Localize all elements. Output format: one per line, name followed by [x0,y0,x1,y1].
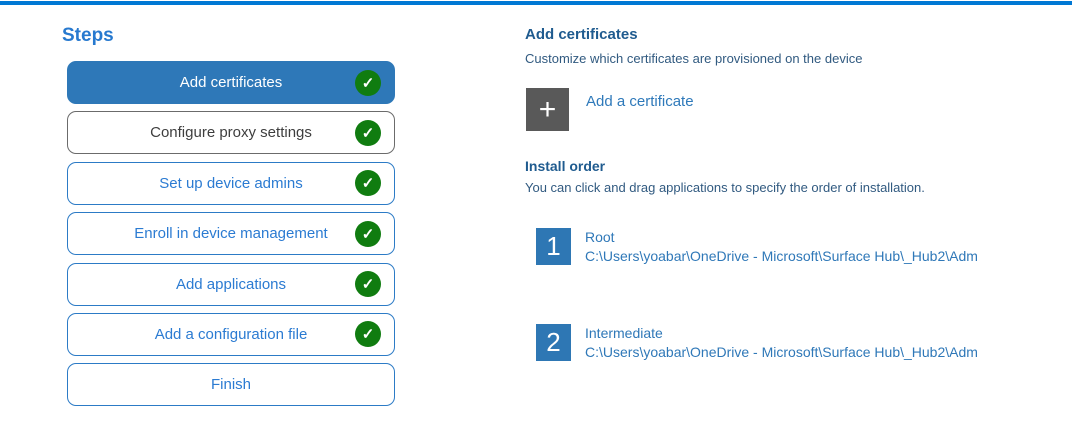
step-content-pane: Add certificates Customize which certifi… [525,0,1072,443]
step-label: Set up device admins [159,174,303,192]
check-icon: ✓ [355,170,381,197]
step-enroll-in-device-management[interactable]: Enroll in device management ✓ [67,212,395,256]
order-item-text: Root C:\Users\yoabar\OneDrive - Microsof… [585,228,978,266]
step-label: Add applications [175,275,287,293]
plus-icon[interactable]: + [526,88,569,131]
accent-top-bar [0,1,1072,5]
install-order-item-intermediate[interactable]: 2 Intermediate C:\Users\yoabar\OneDrive … [536,324,978,362]
steps-panel-title: Steps [62,25,114,46]
certificate-name: Root [585,229,615,245]
step-label: Configure proxy settings [150,124,312,142]
step-configure-proxy-settings[interactable]: Configure proxy settings ✓ [67,111,395,155]
order-number-badge: 1 [536,228,571,265]
check-icon: ✓ [355,271,381,298]
step-label: Add a configuration file [154,325,308,343]
step-set-up-device-admins[interactable]: Set up device admins ✓ [67,161,395,205]
step-label: Finish [210,376,251,394]
check-icon: ✓ [355,220,381,247]
check-icon: ✓ [355,321,381,348]
certificate-path: C:\Users\yoabar\OneDrive - Microsoft\Sur… [585,248,978,264]
order-number-badge: 2 [536,324,571,361]
check-icon: ✓ [355,69,381,96]
certificate-path: C:\Users\yoabar\OneDrive - Microsoft\Sur… [585,344,978,360]
step-label: Enroll in device management [134,225,328,243]
check-icon: ✓ [355,119,381,146]
step-add-applications[interactable]: Add applications ✓ [67,262,395,306]
steps-list: Add certificates ✓ Configure proxy setti… [67,61,395,407]
page-subtitle: Customize which certificates are provisi… [525,51,863,66]
certificate-name: Intermediate [585,325,663,341]
step-label: Add certificates [179,74,283,91]
page-title: Add certificates [525,26,638,43]
install-order-title: Install order [525,158,606,174]
install-order-item-root[interactable]: 1 Root C:\Users\yoabar\OneDrive - Micros… [536,228,978,266]
add-certificate-button[interactable]: + Add a certificate [526,88,694,131]
step-finish[interactable]: Finish [67,363,395,407]
step-add-certificates[interactable]: Add certificates ✓ [67,61,395,104]
order-item-text: Intermediate C:\Users\yoabar\OneDrive - … [585,324,978,362]
step-add-a-configuration-file[interactable]: Add a configuration file ✓ [67,312,395,356]
install-order-description: You can click and drag applications to s… [525,180,925,195]
add-certificate-label: Add a certificate [586,93,694,110]
